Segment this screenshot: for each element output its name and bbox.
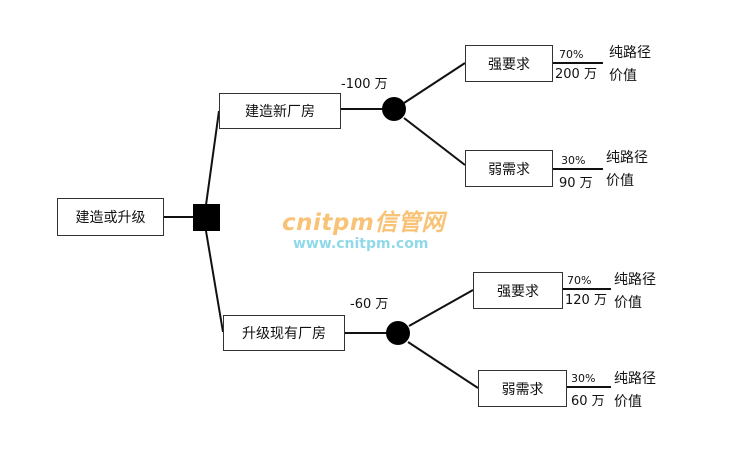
edge-chance-2-to-outcome-4 <box>407 341 479 389</box>
outcome-2-value: 90 万 <box>559 176 593 191</box>
path-value-line-1: 纯路径 <box>614 371 656 387</box>
option-2-cost: -60 万 <box>350 297 389 312</box>
chance-node-1 <box>382 97 406 121</box>
outcome-3-path-value-label: 纯路径 价值 <box>614 269 656 315</box>
outcome-3-value: 120 万 <box>565 293 607 308</box>
edge-chance-1-to-outcome-2 <box>403 117 466 166</box>
outcome-4-value: 60 万 <box>571 394 605 409</box>
chance-node-2 <box>386 321 410 345</box>
path-value-line-2: 价值 <box>614 295 642 311</box>
outcome-2-probability: 30% <box>561 154 586 167</box>
outcome-3-box: 强要求 <box>473 272 563 309</box>
outcome-2-box: 弱需求 <box>465 150 553 187</box>
path-value-line-1: 纯路径 <box>614 272 656 288</box>
edge-decision-to-option-2 <box>205 230 224 333</box>
path-value-line-2: 价值 <box>609 68 637 84</box>
path-value-line-2: 价值 <box>606 173 634 189</box>
outcome-3-probability: 70% <box>567 274 592 287</box>
edge-chance-2-to-outcome-3 <box>408 289 474 327</box>
outcome-4-path-value-label: 纯路径 价值 <box>614 368 656 414</box>
edge-chance-1-to-outcome-1 <box>403 62 466 104</box>
watermark-url: www.cnitpm.com <box>293 236 429 252</box>
outcome-1-path-value-label: 纯路径 价值 <box>609 42 651 88</box>
option-2-box: 升级现有厂房 <box>223 315 345 351</box>
outcome-4-box: 弱需求 <box>478 370 567 407</box>
edge-decision-to-option-1 <box>205 110 220 206</box>
outcome-1-value: 200 万 <box>555 67 597 82</box>
outcome-4-probability: 30% <box>571 372 596 385</box>
decision-node-square <box>193 204 220 231</box>
path-value-line-1: 纯路径 <box>606 150 648 166</box>
outcome-1-box: 强要求 <box>465 45 553 82</box>
outcome-1-probability: 70% <box>559 48 584 61</box>
path-value-line-2: 价值 <box>614 394 642 410</box>
option-1-cost: -100 万 <box>341 77 388 92</box>
watermark-logo: cnitpm信管网 <box>282 210 445 236</box>
option-1-box: 建造新厂房 <box>219 93 341 129</box>
root-node-box: 建造或升级 <box>57 198 164 236</box>
path-value-line-1: 纯路径 <box>609 45 651 61</box>
outcome-2-path-value-label: 纯路径 价值 <box>606 147 648 193</box>
